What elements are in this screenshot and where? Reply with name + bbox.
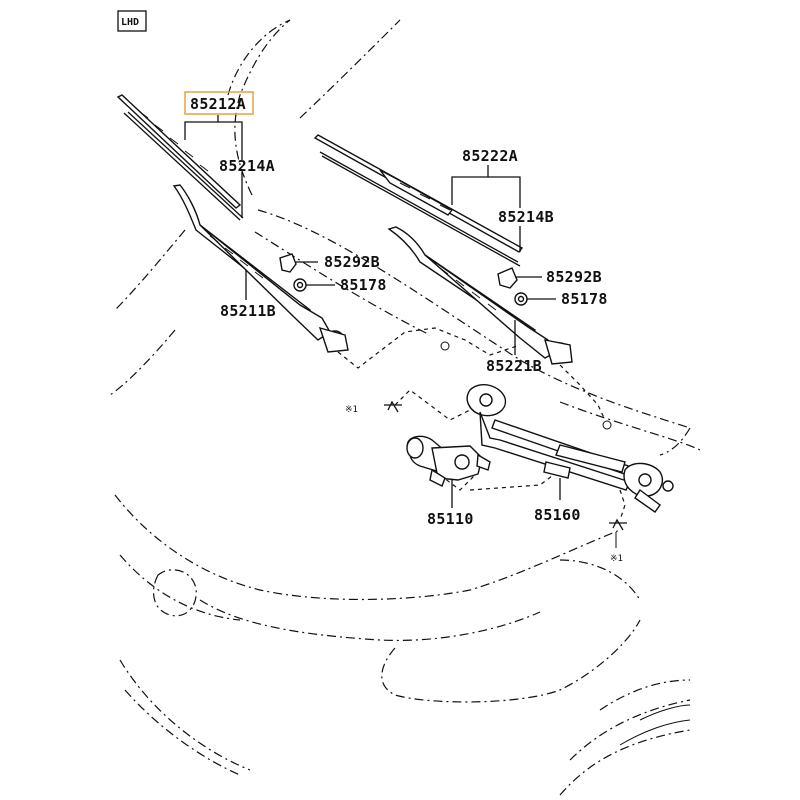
assembly-routing-lines	[337, 327, 626, 521]
note-marker-right: ※1	[610, 554, 623, 564]
part-label-85211b[interactable]: 85211B	[220, 302, 276, 320]
part-label-85212a[interactable]: 85212A	[190, 95, 246, 113]
part-label-85214b[interactable]: 85214B	[498, 208, 554, 226]
pivot-cap-right	[497, 267, 518, 289]
selected-part-highlight	[184, 91, 254, 115]
part-label-85221b[interactable]: 85221B	[486, 357, 542, 375]
wiper-arm-right	[387, 226, 573, 365]
pivot-nut-left	[293, 278, 307, 292]
drive-side-badge-text: LHD	[121, 17, 139, 28]
wiper-motor	[406, 435, 491, 487]
note-markers: ※1 ※1	[345, 400, 627, 564]
part-label-85292b-right[interactable]: 85292B	[546, 268, 602, 286]
part-label-85160[interactable]: 85160	[534, 506, 581, 524]
wiper-link-assembly	[466, 384, 674, 513]
pivot-nut-right	[514, 292, 528, 306]
part-labels: 85212A 85214A 85292B 85178 85211B 85222A…	[190, 95, 608, 528]
wiper-blade-left	[116, 94, 244, 221]
part-label-85214a[interactable]: 85214A	[219, 157, 275, 175]
part-label-85110[interactable]: 85110	[427, 510, 474, 528]
part-label-85292b-left[interactable]: 85292B	[324, 253, 380, 271]
part-label-85222a[interactable]: 85222A	[462, 147, 518, 165]
wiper-blade-right	[313, 134, 524, 267]
part-label-85178-left[interactable]: 85178	[340, 276, 387, 294]
pivot-cap-left	[279, 253, 297, 273]
note-marker-left: ※1	[345, 405, 358, 415]
part-label-85178-right[interactable]: 85178	[561, 290, 608, 308]
leader-lines	[184, 115, 561, 508]
wiper-arm-left	[172, 184, 349, 353]
drive-side-badge: LHD	[117, 10, 147, 32]
vehicle-body-outline	[109, 19, 701, 796]
